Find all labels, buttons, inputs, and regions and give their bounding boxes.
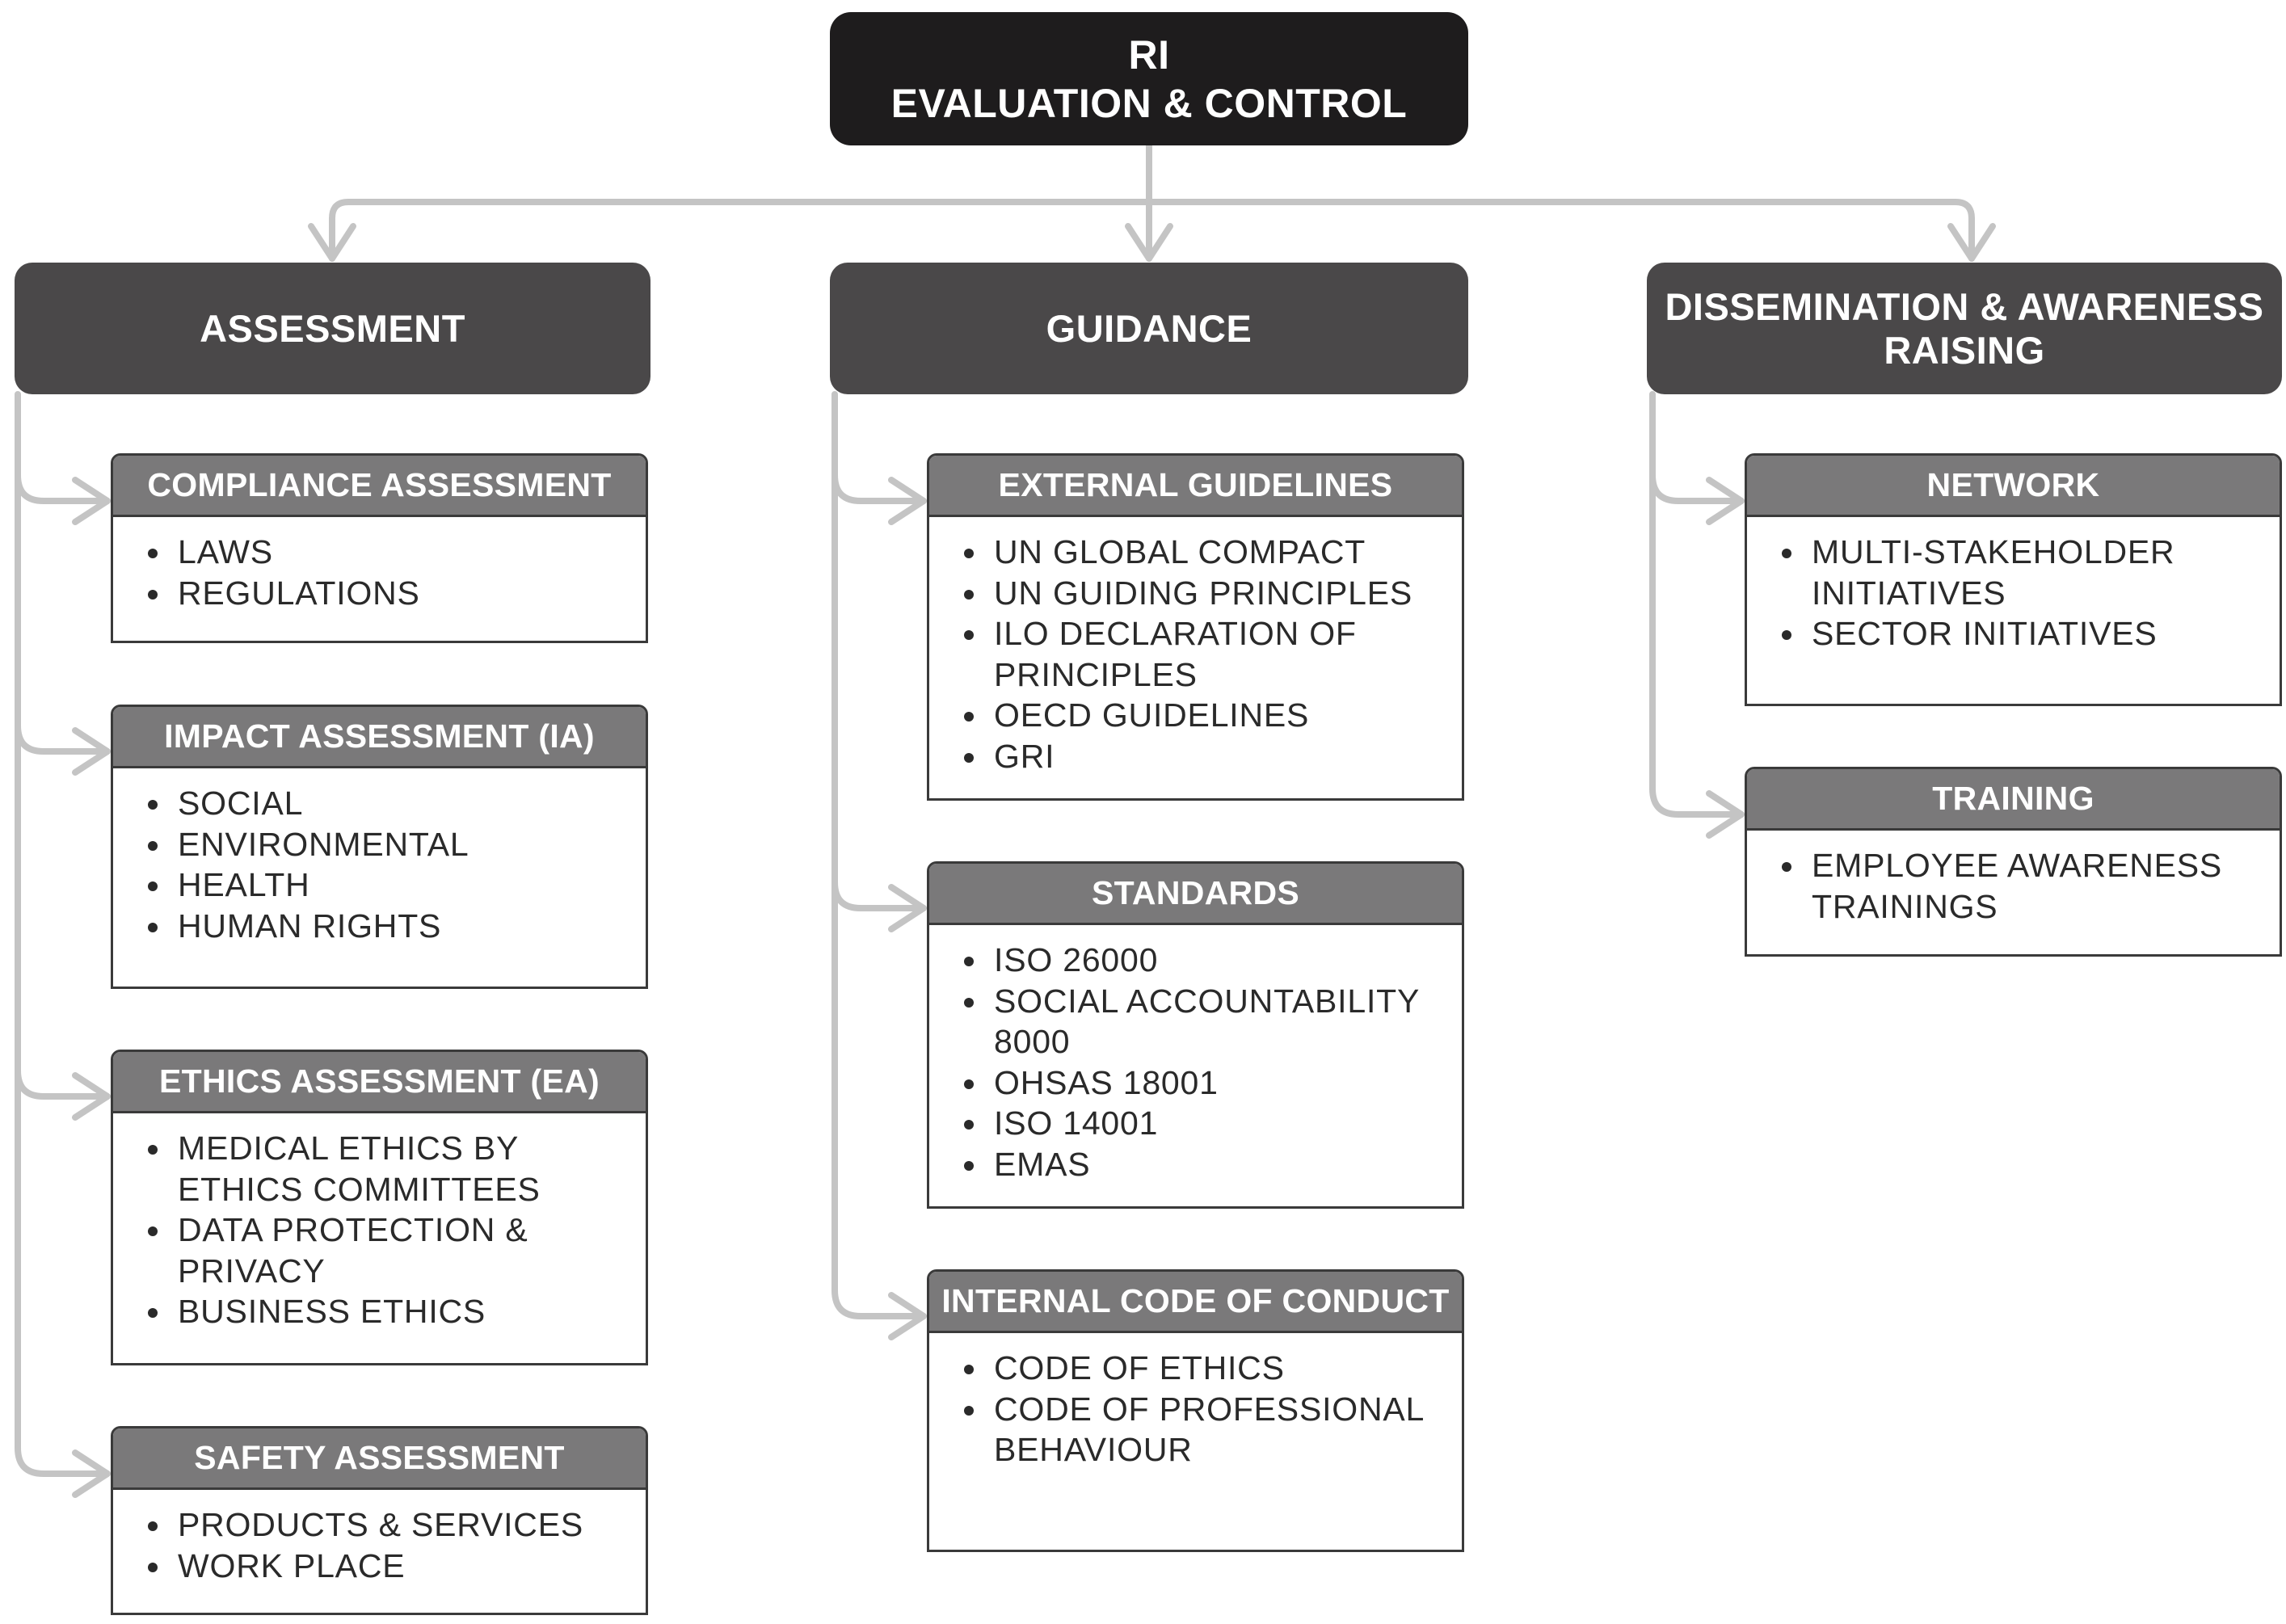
sub-box-title: STANDARDS — [929, 864, 1462, 925]
item-list: UN GLOBAL COMPACT UN GUIDING PRINCIPLES … — [929, 517, 1462, 776]
item-list: CODE OF ETHICS CODE OF PROFESSIONAL BEHA… — [929, 1333, 1462, 1470]
category-assessment-title: ASSESSMENT — [200, 306, 465, 350]
arrowhead-assessment — [72, 727, 111, 776]
list-item: OHSAS 18001 — [989, 1062, 1446, 1104]
sub-box-external-guidelines: EXTERNAL GUIDELINES UN GLOBAL COMPACT UN… — [927, 453, 1464, 801]
arrowhead-guidance — [888, 1292, 927, 1340]
sub-box-ethics-assessment: ETHICS ASSESSMENT (EA) MEDICAL ETHICS BY… — [111, 1050, 648, 1365]
item-list: PRODUCTS & SERVICES WORK PLACE — [113, 1490, 646, 1586]
category-assessment: ASSESSMENT — [15, 263, 650, 394]
item-list: EMPLOYEE AWARENESS TRAININGS — [1747, 831, 2280, 927]
category-dissemination-title: DISSEMINATION & AWARENESS RAISING — [1665, 284, 2264, 372]
list-item: ISO 26000 — [989, 940, 1446, 981]
connector-spine-assessment — [15, 391, 111, 1477]
list-item: UN GLOBAL COMPACT — [989, 532, 1446, 573]
sub-box-standards: STANDARDS ISO 26000 SOCIAL ACCOUNTABILIT… — [927, 861, 1464, 1209]
list-item: WORK PLACE — [173, 1546, 629, 1587]
sub-box-compliance-assessment: COMPLIANCE ASSESSMENT LAWS REGULATIONS — [111, 453, 648, 643]
list-item: ILO DECLARATION OF PRINCIPLES — [989, 613, 1446, 695]
sub-box-title: INTERNAL CODE OF CONDUCT — [929, 1272, 1462, 1333]
connector-spine-guidance — [831, 391, 927, 1319]
list-item: SOCIAL ACCOUNTABILITY 8000 — [989, 981, 1446, 1062]
list-item: CODE OF PROFESSIONAL BEHAVIOUR — [989, 1389, 1446, 1470]
sub-box-title: SAFETY ASSESSMENT — [113, 1428, 646, 1490]
connector-branch-assessment — [15, 472, 111, 504]
connector-branch-guidance — [831, 472, 927, 504]
sub-box-internal-code-of-conduct: INTERNAL CODE OF CONDUCT CODE OF ETHICS … — [927, 1269, 1464, 1552]
category-guidance: GUIDANCE — [830, 263, 1468, 394]
arrowhead-assessment — [308, 223, 356, 262]
arrowhead-assessment — [72, 1072, 111, 1121]
list-item: OECD GUIDELINES — [989, 695, 1446, 736]
list-item: LAWS — [173, 532, 629, 573]
sub-box-title: ETHICS ASSESSMENT (EA) — [113, 1052, 646, 1113]
connector-branch-assessment — [15, 722, 111, 755]
category-guidance-title: GUIDANCE — [1046, 306, 1252, 350]
list-item: BUSINESS ETHICS — [173, 1291, 629, 1332]
sub-box-title: EXTERNAL GUIDELINES — [929, 456, 1462, 517]
connector-branch-dissemination — [1649, 472, 1745, 504]
category-dissemination-awareness: DISSEMINATION & AWARENESS RAISING — [1647, 263, 2282, 394]
list-item: SECTOR INITIATIVES — [1807, 613, 2263, 654]
sub-box-title: NETWORK — [1747, 456, 2280, 517]
arrowhead-assessment — [72, 477, 111, 525]
root-title-line-1: RI — [1128, 32, 1170, 78]
list-item: DATA PROTECTION & PRIVACY — [173, 1210, 629, 1291]
item-list: LAWS REGULATIONS — [113, 517, 646, 613]
list-item: MULTI-STAKEHOLDER INITIATIVES — [1807, 532, 2263, 613]
sub-box-title: IMPACT ASSESSMENT (IA) — [113, 707, 646, 768]
list-item: HUMAN RIGHTS — [173, 906, 629, 947]
root-title-line-2: EVALUATION & CONTROL — [890, 80, 1408, 126]
list-item: SOCIAL — [173, 783, 629, 824]
list-item: ENVIRONMENTAL — [173, 824, 629, 865]
sub-box-title: COMPLIANCE ASSESSMENT — [113, 456, 646, 517]
connector-branch-guidance — [831, 879, 927, 911]
arrowhead-guidance — [888, 884, 927, 932]
list-item: EMPLOYEE AWARENESS TRAININGS — [1807, 845, 2263, 927]
arrowhead-dissemination — [1706, 790, 1745, 839]
list-item: UN GUIDING PRINCIPLES — [989, 573, 1446, 614]
list-item: EMAS — [989, 1144, 1446, 1185]
item-list: MEDICAL ETHICS BY ETHICS COMMITTEES DATA… — [113, 1113, 646, 1332]
list-item: HEALTH — [173, 865, 629, 906]
sub-box-impact-assessment: IMPACT ASSESSMENT (IA) SOCIAL ENVIRONMEN… — [111, 705, 648, 989]
list-item: CODE OF ETHICS — [989, 1348, 1446, 1389]
connector-root-branch — [329, 199, 1975, 262]
list-item: ISO 14001 — [989, 1103, 1446, 1144]
item-list: SOCIAL ENVIRONMENTAL HEALTH HUMAN RIGHTS — [113, 768, 646, 946]
item-list: MULTI-STAKEHOLDER INITIATIVES SECTOR INI… — [1747, 517, 2280, 654]
sub-box-network: NETWORK MULTI-STAKEHOLDER INITIATIVES SE… — [1745, 453, 2282, 706]
arrowhead-dissemination — [1947, 223, 1996, 262]
sub-box-safety-assessment: SAFETY ASSESSMENT PRODUCTS & SERVICES WO… — [111, 1426, 648, 1615]
list-item: PRODUCTS & SERVICES — [173, 1504, 629, 1546]
root-node: RI EVALUATION & CONTROL — [830, 12, 1468, 145]
item-list: ISO 26000 SOCIAL ACCOUNTABILITY 8000 OHS… — [929, 925, 1462, 1184]
sub-box-training: TRAINING EMPLOYEE AWARENESS TRAININGS — [1745, 767, 2282, 957]
arrowhead-assessment — [72, 1449, 111, 1498]
arrowhead-dissemination — [1706, 477, 1745, 525]
sub-box-title: TRAINING — [1747, 769, 2280, 831]
arrowhead-guidance — [1125, 223, 1173, 262]
connector-spine-dissemination — [1649, 391, 1745, 818]
list-item: MEDICAL ETHICS BY ETHICS COMMITTEES — [173, 1128, 629, 1210]
list-item: REGULATIONS — [173, 573, 629, 614]
arrowhead-guidance — [888, 477, 927, 525]
connector-branch-assessment — [15, 1067, 111, 1100]
list-item: GRI — [989, 736, 1446, 777]
